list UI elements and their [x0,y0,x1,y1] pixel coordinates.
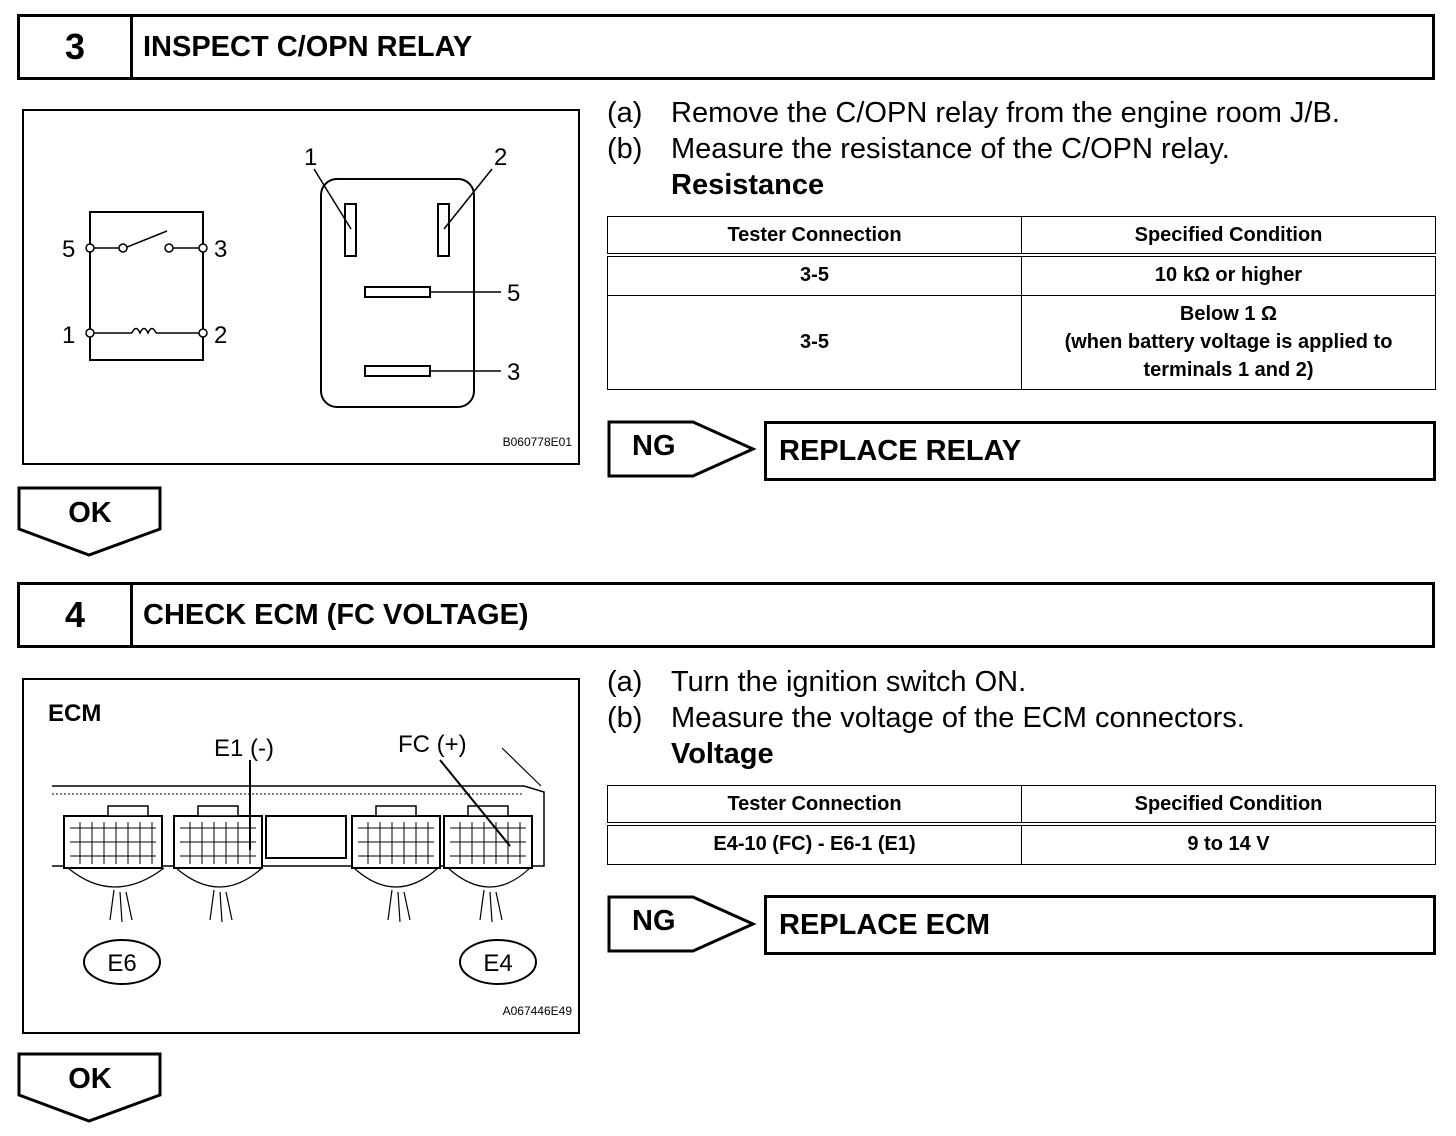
ng-label: NG [632,905,676,937]
ok-arrow: OK [17,486,163,563]
schematic-pin-1: 1 [62,322,75,349]
connector-e4-label: E4 [483,950,512,977]
table-cell: 9 to 14 V [1021,823,1436,865]
schematic-pin-2: 2 [214,322,227,349]
ng-label: NG [632,430,676,462]
step-3-header: 3 INSPECT C/OPN RELAY [17,14,1435,80]
condition-line: Below 1 Ω [1179,303,1278,325]
condition-line: terminals 1 and 2) [1143,359,1314,381]
column-header: Tester Connection [607,785,1022,825]
instruction-text: Remove the C/OPN relay from the engine r… [671,97,1340,129]
replace-ecm-box: REPLACE ECM [764,895,1436,955]
ng-arrow: NG [607,895,757,958]
spec-heading: Voltage [671,738,774,770]
instruction-text: Turn the ignition switch ON. [671,666,1027,698]
connector-e6-label: E6 [107,950,136,977]
relay-terminal-3: 3 [507,359,520,386]
relay-terminal-1: 1 [304,144,317,171]
condition-line: (when battery voltage is applied to [1064,331,1393,353]
ecm-figure: ECM [22,678,580,1034]
table-header-row: Tester Connection Specified Condition [607,216,1436,256]
ok-label: OK [68,1063,112,1095]
table-row: 3-5 10 kΩ or higher [607,254,1436,296]
e1-label: E1 (-) [214,735,274,762]
relay-terminal-5: 5 [507,280,520,307]
instruction-text: Measure the resistance of the C/OPN rela… [671,133,1230,165]
table-header-row: Tester Connection Specified Condition [607,785,1436,825]
table-row: 3-5 Below 1 Ω (when battery voltage is a… [607,294,1436,390]
relay-terminal-2: 2 [494,144,507,171]
spec-heading: Resistance [671,169,825,201]
fc-label: FC (+) [398,731,467,758]
schematic-pin-3: 3 [214,236,227,263]
instruction-label: (a) [607,97,643,129]
instruction-a: (a) Remove the C/OPN relay from the engi… [607,95,1340,131]
voltage-table: Tester Connection Specified Condition E4… [607,785,1436,865]
table-cell: Below 1 Ω (when battery voltage is appli… [1021,294,1436,390]
instruction-b: (b) Measure the resistance of the C/OPN … [607,131,1340,167]
step-title: INSPECT C/OPN RELAY [143,30,473,63]
instruction-a: (a) Turn the ignition switch ON. [607,664,1245,700]
table-cell: 3-5 [607,254,1022,296]
instruction-b: (b) Measure the voltage of the ECM conne… [607,700,1245,736]
ecm-connector-diagram: E6 E4 E1 (-) FC (+) [52,731,545,985]
step-number: 4 [20,585,133,645]
replace-relay-box: REPLACE RELAY [764,421,1436,481]
column-header: Specified Condition [1021,785,1436,825]
instruction-label: (b) [607,702,643,734]
instruction-label: (a) [607,666,643,698]
column-header: Specified Condition [1021,216,1436,256]
schematic-pin-5: 5 [62,236,75,263]
table-cell: 3-5 [607,294,1022,390]
figure-code: A067446E49 [502,1004,572,1018]
instruction-text: Measure the voltage of the ECM connector… [671,702,1245,734]
figure-code: B060778E01 [502,435,572,449]
step-title: CHECK ECM (FC VOLTAGE) [143,598,529,631]
step-4-instructions: (a) Turn the ignition switch ON. (b) Mea… [607,664,1245,772]
resistance-table: Tester Connection Specified Condition 3-… [607,216,1436,390]
instruction-label: (b) [607,133,643,165]
ok-arrow: OK [17,1052,163,1129]
ecm-label: ECM [48,700,102,727]
ng-arrow: NG [607,420,757,483]
relay-diagram: 5 3 1 2 1 2 5 3 [62,144,520,408]
relay-figure: 5 3 1 2 1 2 5 3 B060778E01 [22,109,580,465]
ok-label: OK [68,497,112,529]
step-number: 3 [20,17,133,77]
table-cell: E4-10 (FC) - E6-1 (E1) [607,823,1022,865]
table-cell: 10 kΩ or higher [1021,254,1436,296]
step-4-header: 4 CHECK ECM (FC VOLTAGE) [17,582,1435,648]
table-row: E4-10 (FC) - E6-1 (E1) 9 to 14 V [607,823,1436,865]
step-3-instructions: (a) Remove the C/OPN relay from the engi… [607,95,1340,203]
column-header: Tester Connection [607,216,1022,256]
